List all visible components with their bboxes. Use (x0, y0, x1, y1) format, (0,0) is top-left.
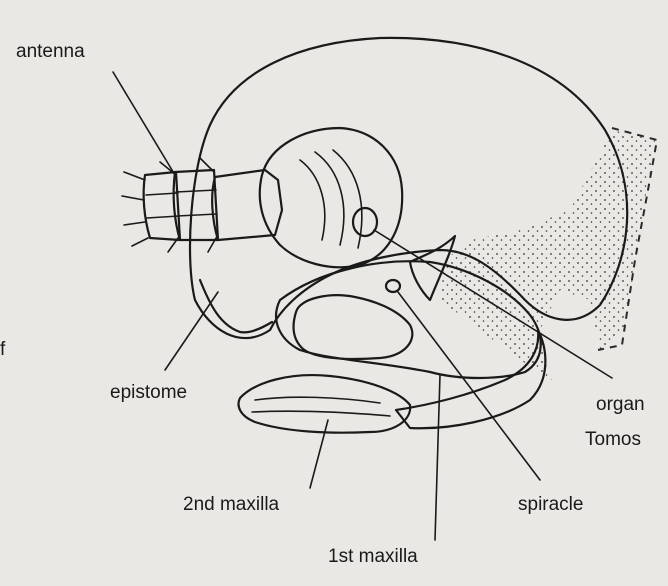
antenna-ring (177, 214, 217, 216)
spiracle-ring (386, 280, 400, 292)
label-second-maxilla: 2nd maxilla (183, 494, 280, 515)
label-first-maxilla: 1st maxilla (328, 546, 418, 567)
second-maxilla-leader (310, 420, 328, 488)
labrum-lobe (294, 295, 413, 359)
label-spiracle: spiracle (518, 494, 583, 515)
epistome-leader (165, 292, 218, 370)
label-tomos: Tomos (585, 429, 641, 450)
label-epistome: epistome (110, 382, 187, 403)
eye-dome-arc (300, 160, 325, 240)
second-maxilla (239, 375, 411, 433)
head-capsule (190, 38, 627, 338)
antenna-ring (176, 190, 216, 192)
label-edge-fragment: f (0, 339, 6, 360)
organ-circle (353, 208, 377, 236)
maxilla-finger-line (252, 411, 390, 416)
label-organ: organ (596, 394, 645, 415)
first-maxilla-leader (435, 375, 440, 540)
antenna-leader (113, 72, 175, 175)
eye-dome-arc (315, 152, 344, 245)
label-antenna: antenna (16, 41, 85, 62)
antenna-base (212, 170, 282, 240)
epistome-contour (200, 280, 272, 332)
maxilla-finger-line (255, 397, 380, 403)
